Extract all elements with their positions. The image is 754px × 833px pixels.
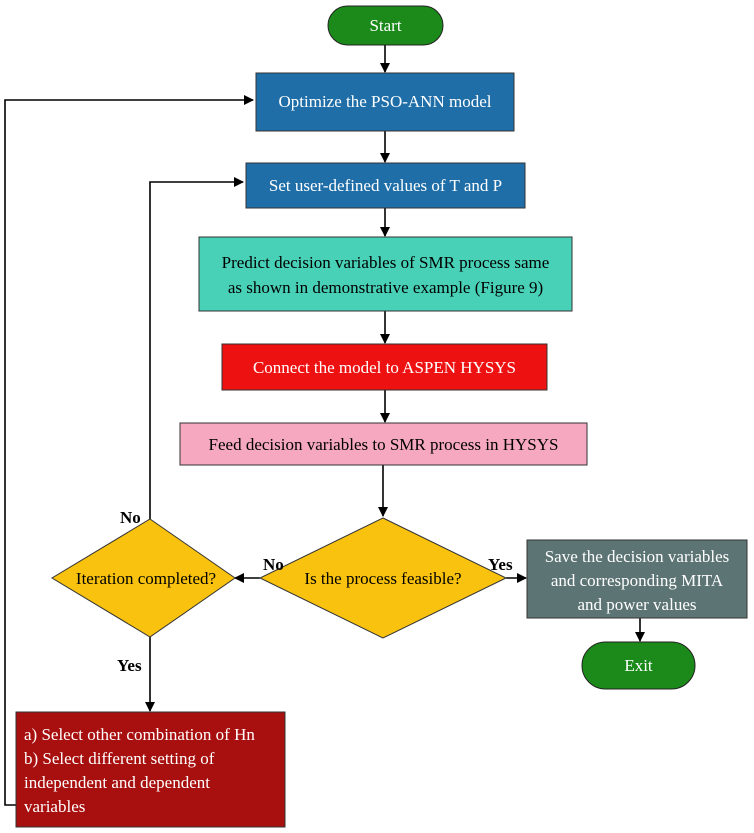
feasible-no-label: No [263,555,284,574]
set-values-box [245,162,526,209]
feed-box [179,422,588,466]
select-label-line-1: a) Select other combination of Hn [24,725,255,744]
iteration-decision [51,518,236,638]
select-box [15,711,286,828]
start-label: Start [369,16,401,35]
arrow-select-loop-to-optimize [4,95,254,806]
arrow-iteration-no-loop [149,177,244,519]
connect-box [221,343,548,391]
connect-label: Connect the model to ASPEN HYSYS [253,358,516,377]
save-label-line-1: Save the decision variables [545,547,730,566]
exit-terminal [581,641,696,690]
feasible-label: Is the process feasible? [304,569,461,588]
save-box [526,539,748,619]
optimize-box [255,72,515,132]
set-values-label: Set user-defined values of T and P [269,176,502,195]
exit-label: Exit [624,656,653,675]
save-label-line-2: and corresponding MITA [551,571,724,590]
save-label-line-3: and power values [578,595,697,614]
predict-label-line-2: as shown in demonstrative example (Figur… [228,278,543,297]
iteration-yes-label: Yes [117,656,142,675]
connectors [4,45,645,806]
select-label-line-3: independent and dependent [24,773,210,792]
predict-box [198,236,573,312]
optimize-label: Optimize the PSO-ANN model [279,92,492,111]
iteration-no-label: No [120,508,141,527]
iteration-label: Iteration completed? [76,569,216,588]
select-label-line-4: variables [24,797,85,816]
start-terminal [327,5,444,46]
select-label-line-2: b) Select different setting of [24,749,215,768]
predict-label-line-1: Predict decision variables of SMR proces… [222,253,550,272]
feasible-decision [258,517,508,639]
feed-label: Feed decision variables to SMR process i… [209,435,559,454]
feasible-yes-label: Yes [488,555,513,574]
